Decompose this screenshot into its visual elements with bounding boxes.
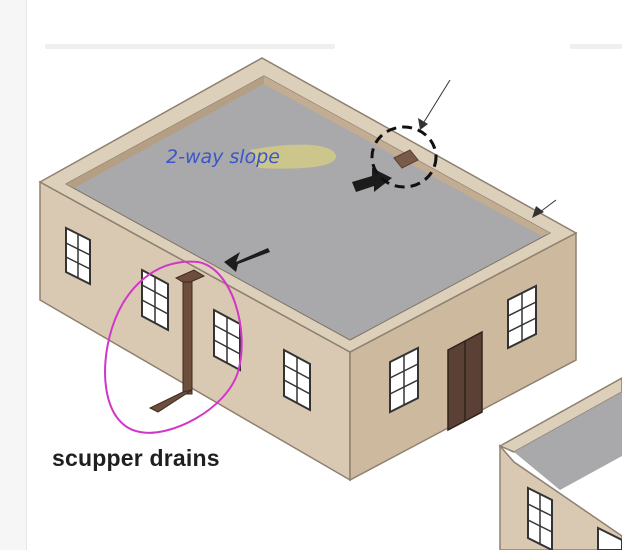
slope-arrow-icon-2 (352, 168, 392, 192)
scupper-drain (148, 269, 206, 413)
window (507, 284, 537, 350)
pointer-arrow-icon-2 (532, 199, 557, 218)
window (141, 268, 169, 332)
window (389, 346, 419, 414)
page-edge (0, 0, 27, 550)
slope-label: 2-way slope (166, 146, 280, 168)
window (527, 486, 553, 550)
second-building-parapet (498, 377, 622, 453)
window (283, 348, 311, 412)
scupper-highlight-circle (370, 125, 438, 189)
slope-label-highlight (250, 144, 337, 169)
window (597, 526, 622, 550)
caption-scupper-drains: scupper drains (52, 445, 220, 471)
slope-arrow-icon (224, 248, 270, 272)
window (213, 308, 241, 372)
roof-scupper-opening (393, 149, 419, 169)
faded-text-line (45, 44, 335, 49)
window (65, 226, 91, 286)
faded-text-line-right (570, 44, 622, 49)
second-building-roof (514, 392, 622, 490)
parapet-inner-back-left (66, 76, 264, 188)
pointer-arrow-icon (418, 79, 451, 130)
door (447, 330, 483, 432)
drain-highlight-circle (104, 260, 243, 434)
